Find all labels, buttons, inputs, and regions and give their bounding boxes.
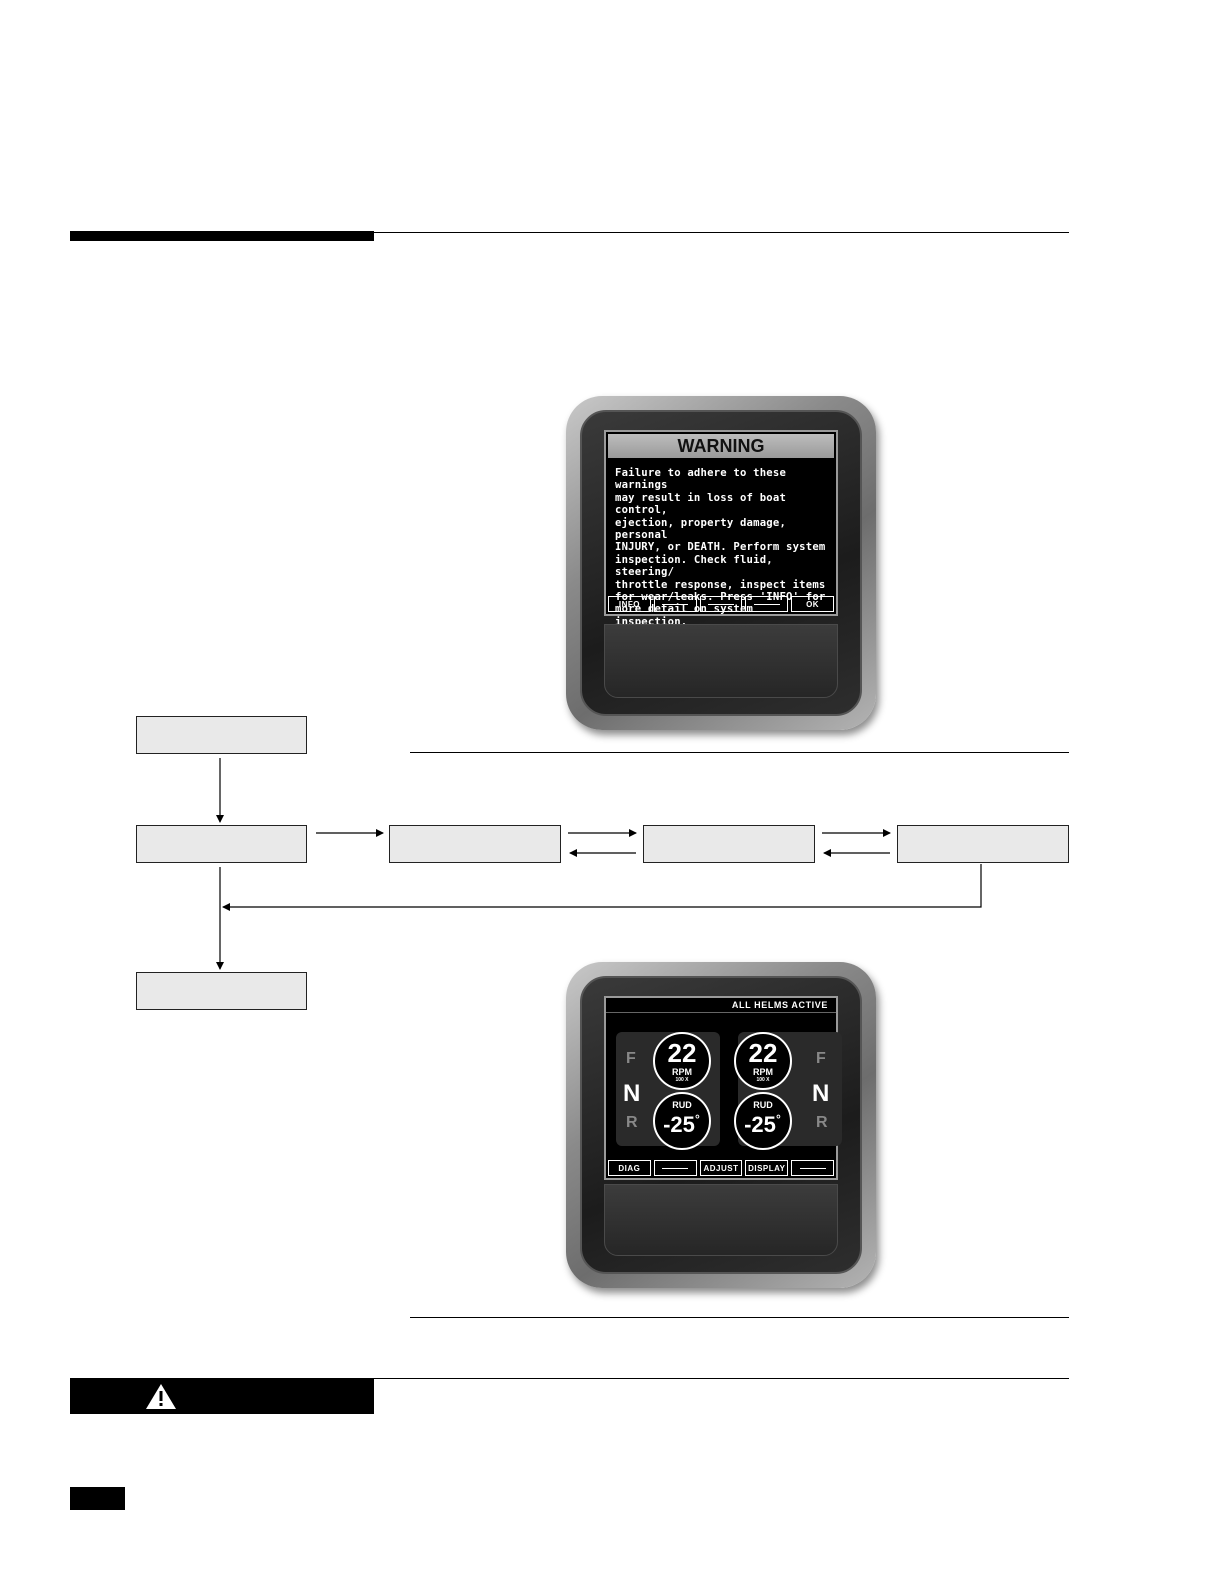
softkey-blank-1[interactable] <box>653 1160 697 1176</box>
helm-status-text: ALL HELMS ACTIVE <box>606 998 836 1013</box>
keypad-area <box>604 1184 838 1256</box>
section-heading-bar <box>70 231 374 241</box>
starboard-gear-reverse: R <box>816 1114 828 1131</box>
port-rudder-label: RUD <box>672 1100 692 1110</box>
softkey-diag[interactable]: DIAG <box>608 1160 651 1176</box>
arrow-step-4-return <box>222 864 982 911</box>
warning-header-rule <box>374 1378 1069 1379</box>
softkey-info[interactable]: INFO <box>608 596 651 612</box>
port-rpm-label: RPM <box>672 1067 692 1077</box>
dash-icon <box>662 1167 689 1169</box>
port-gear-reverse: R <box>626 1114 638 1131</box>
helm-display-bezel: ALL HELMS ACTIVE F N R 22 RPM 100 X RUD … <box>566 962 876 1288</box>
warning-title: WARNING <box>608 434 834 458</box>
starboard-rudder-unit: ° <box>776 1112 781 1126</box>
starboard-gear-forward: F <box>816 1050 826 1067</box>
flow-box-step-3 <box>643 825 815 863</box>
starboard-rpm-value: 22 <box>748 1038 778 1068</box>
port-rudder-value: -25 <box>663 1112 695 1137</box>
starboard-gear-neutral: N <box>812 1080 830 1107</box>
port-rpm-multiplier: 100 X <box>675 1077 689 1083</box>
port-rpm-value: 22 <box>667 1038 697 1068</box>
softkey-row: DIAG ADJUST DISPLAY <box>608 1160 834 1176</box>
figure-2-rule <box>410 1317 1069 1318</box>
dash-icon <box>707 603 734 605</box>
port-gear-neutral: N <box>623 1080 641 1107</box>
port-gear-forward: F <box>626 1050 636 1067</box>
warning-triangle-icon <box>146 1384 176 1409</box>
flow-box-step-1 <box>136 825 307 863</box>
helm-screen: ALL HELMS ACTIVE F N R 22 RPM 100 X RUD … <box>604 996 842 1180</box>
starboard-rpm-label: RPM <box>753 1067 773 1077</box>
starboard-rpm-dial: 22 RPM 100 X <box>734 1032 792 1090</box>
flow-box-start <box>136 716 307 754</box>
softkey-ok[interactable]: OK <box>791 596 834 612</box>
softkey-blank-2[interactable] <box>699 596 743 612</box>
page-number-block <box>70 1487 125 1510</box>
port-rudder-dial: RUD -25 ° <box>653 1092 711 1150</box>
starboard-rpm-multiplier: 100 X <box>756 1077 770 1083</box>
softkey-blank-3[interactable] <box>745 596 789 612</box>
figure-1-rule <box>410 752 1069 753</box>
display-frame: WARNING Failure to adhere to these warni… <box>580 410 862 716</box>
dash-icon <box>753 603 780 605</box>
starboard-rudder-dial: RUD -25 ° <box>734 1092 792 1150</box>
softkey-blank-2[interactable] <box>791 1160 834 1176</box>
softkey-display[interactable]: DISPLAY <box>745 1160 789 1176</box>
flow-box-end <box>136 972 307 1010</box>
port-rpm-dial: 22 RPM 100 X <box>653 1032 711 1090</box>
starboard-rudder-label: RUD <box>753 1100 773 1110</box>
softkey-row: INFO OK <box>608 596 834 612</box>
warning-display-bezel: WARNING Failure to adhere to these warni… <box>566 396 876 730</box>
softkey-blank-1[interactable] <box>653 596 697 612</box>
dash-icon <box>662 603 689 605</box>
flow-box-step-2 <box>389 825 561 863</box>
keypad-area <box>604 624 838 698</box>
softkey-adjust[interactable]: ADJUST <box>699 1160 743 1176</box>
starboard-rudder-value: -25 <box>744 1112 776 1137</box>
display-frame: ALL HELMS ACTIVE F N R 22 RPM 100 X RUD … <box>580 976 862 1274</box>
port-rudder-unit: ° <box>695 1112 700 1126</box>
flow-box-step-4 <box>897 825 1069 863</box>
dash-icon <box>799 1167 826 1169</box>
section-heading-rule <box>374 232 1069 233</box>
warning-header-bar <box>70 1378 374 1414</box>
